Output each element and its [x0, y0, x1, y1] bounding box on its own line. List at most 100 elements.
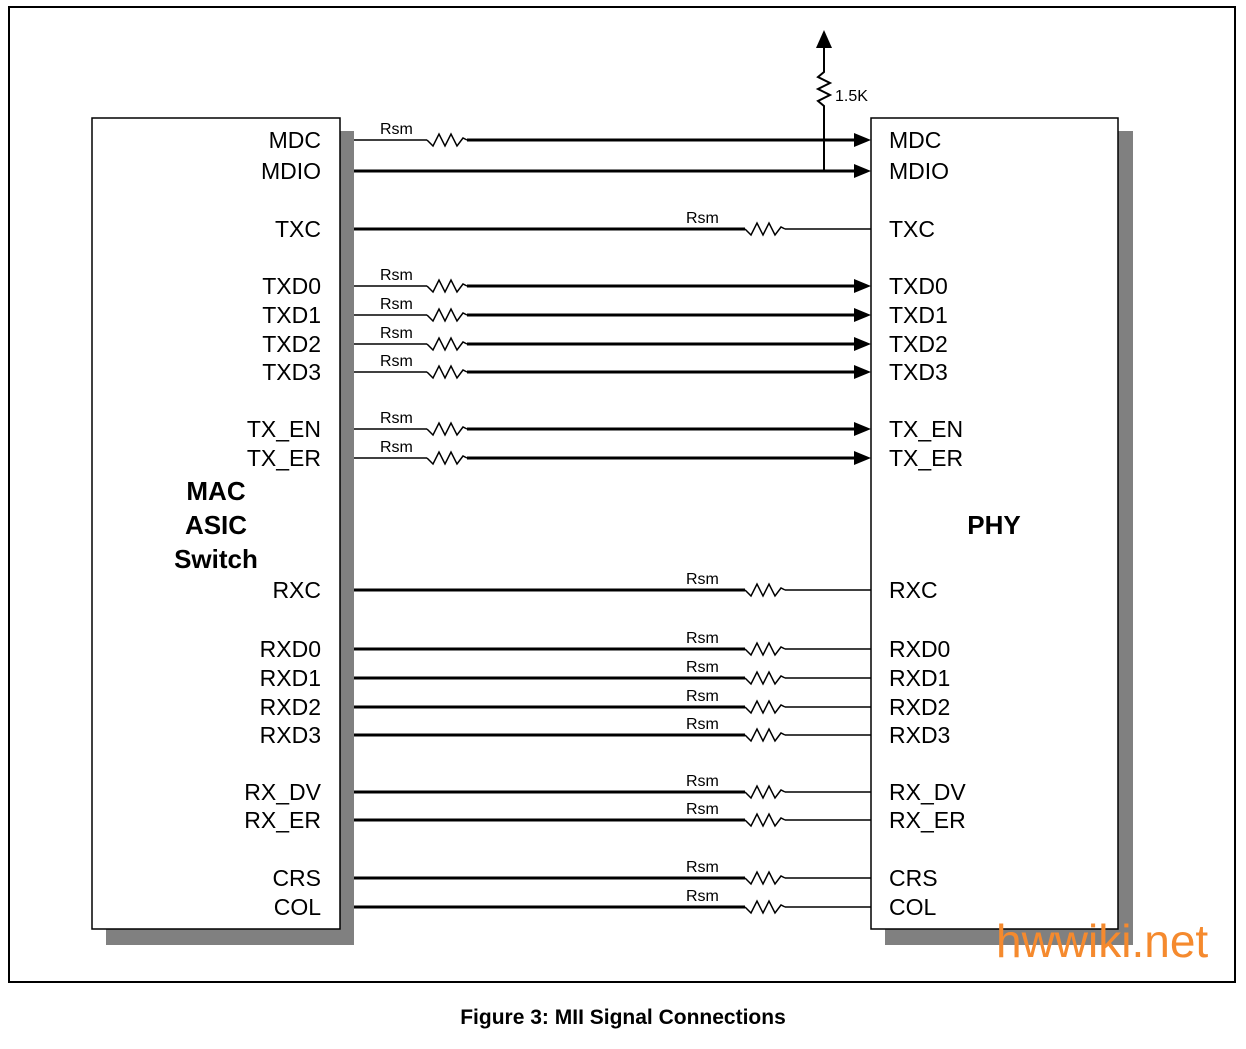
arrow-right-icon — [854, 279, 871, 293]
resistor-icon — [744, 784, 786, 800]
mac-pin-label: RX_ER — [244, 807, 321, 833]
resistor-icon — [744, 699, 786, 715]
rsm-label: Rsm — [380, 410, 413, 427]
rsm-label: Rsm — [380, 267, 413, 284]
rsm-label: Rsm — [686, 571, 719, 588]
mac-pin-label: TX_EN — [247, 416, 321, 442]
mac-title-line-1: MAC — [186, 476, 245, 506]
rsm-label: Rsm — [686, 716, 719, 733]
mac-pin-label: RXD0 — [260, 636, 321, 662]
mac-pin-label: MDIO — [261, 158, 321, 184]
phy-pin-label: MDC — [889, 127, 941, 153]
mac-pin-label: CRS — [272, 865, 321, 891]
resistor-icon — [744, 899, 786, 915]
rsm-label: Rsm — [686, 801, 719, 818]
mac-pin-label: RXD1 — [260, 665, 321, 691]
resistor-icon — [744, 812, 786, 828]
phy-pin-label: COL — [889, 894, 937, 920]
resistor-icon — [426, 450, 468, 466]
signal-row: TXC TXC Rsm — [275, 210, 935, 242]
mac-pin-label: COL — [274, 894, 322, 920]
resistor-icon — [426, 132, 468, 148]
mac-pin-label: MDC — [269, 127, 321, 153]
mac-title-line-3: Switch — [174, 544, 258, 574]
phy-pin-label: TXD3 — [889, 359, 948, 385]
mac-pin-label: TXC — [275, 216, 321, 242]
mac-pin-label: TX_ER — [247, 445, 321, 471]
phy-pin-label: RX_DV — [889, 779, 966, 805]
mac-title-line-2: ASIC — [185, 510, 247, 540]
signal-row: TX_EN TX_EN Rsm — [247, 410, 963, 442]
phy-pin-label: RXD2 — [889, 694, 950, 720]
rsm-label: Rsm — [380, 353, 413, 370]
resistor-icon — [426, 307, 468, 323]
signal-row: TX_ER TX_ER Rsm — [247, 439, 963, 471]
arrow-right-icon — [854, 133, 871, 147]
signal-row: TXD2 TXD2 Rsm — [262, 325, 948, 357]
pullup-label: 1.5K — [835, 88, 868, 105]
rsm-label: Rsm — [380, 121, 413, 138]
phy-pin-label: TXC — [889, 216, 935, 242]
rsm-label: Rsm — [380, 296, 413, 313]
resistor-icon — [426, 336, 468, 352]
resistor-icon — [744, 221, 786, 237]
mac-pin-label: RXD2 — [260, 694, 321, 720]
resistor-icon — [744, 670, 786, 686]
resistor-icon — [426, 421, 468, 437]
resistor-icon — [744, 870, 786, 886]
arrow-right-icon — [854, 365, 871, 379]
signal-row: RXD1 RXD1 Rsm — [260, 659, 951, 691]
mac-pin-label: RX_DV — [244, 779, 321, 805]
rsm-label: Rsm — [686, 859, 719, 876]
mac-pin-label: RXD3 — [260, 722, 321, 748]
signal-row: RXD0 RXD0 Rsm — [260, 630, 951, 662]
rsm-label: Rsm — [686, 659, 719, 676]
phy-pin-label: RX_ER — [889, 807, 966, 833]
resistor-icon — [744, 641, 786, 657]
rsm-label: Rsm — [380, 439, 413, 456]
mac-pin-label: TXD0 — [262, 273, 321, 299]
signal-row: TXD3 TXD3 Rsm — [262, 353, 948, 385]
resistor-icon — [426, 364, 468, 380]
resistor-icon — [426, 278, 468, 294]
signal-row: TXD0 TXD0 Rsm — [262, 267, 948, 299]
watermark: hwwiki.net — [996, 915, 1209, 967]
signal-row: CRS CRS Rsm — [272, 859, 937, 891]
mac-pin-label: TXD2 — [262, 331, 321, 357]
phy-title: PHY — [967, 510, 1020, 540]
arrow-right-icon — [854, 164, 871, 178]
phy-pin-label: TXD0 — [889, 273, 948, 299]
signal-row: RX_ER RX_ER Rsm — [244, 801, 965, 833]
mac-pin-label: TXD1 — [262, 302, 321, 328]
arrow-right-icon — [854, 308, 871, 322]
rsm-label: Rsm — [686, 210, 719, 227]
mac-pin-label: RXC — [272, 577, 321, 603]
mac-block — [91, 117, 341, 930]
phy-pin-label: RXD3 — [889, 722, 950, 748]
phy-pin-label: TXD1 — [889, 302, 948, 328]
rsm-label: Rsm — [686, 630, 719, 647]
signal-row: RX_DV RX_DV Rsm — [244, 773, 966, 805]
phy-pin-label: RXD0 — [889, 636, 950, 662]
phy-pin-label: MDIO — [889, 158, 949, 184]
rsm-label: Rsm — [686, 773, 719, 790]
signal-row: TXD1 TXD1 Rsm — [262, 296, 948, 328]
mac-pin-label: TXD3 — [262, 359, 321, 385]
phy-pin-label: TX_ER — [889, 445, 963, 471]
signal-row: RXD3 RXD3 Rsm — [260, 716, 951, 748]
arrow-up-icon — [816, 30, 832, 48]
phy-pin-label: RXD1 — [889, 665, 950, 691]
phy-pin-label: CRS — [889, 865, 938, 891]
signal-row: MDC MDC Rsm — [269, 121, 942, 153]
phy-pin-label: TX_EN — [889, 416, 963, 442]
arrow-right-icon — [854, 337, 871, 351]
rsm-label: Rsm — [380, 325, 413, 342]
phy-pin-label: TXD2 — [889, 331, 948, 357]
resistor-icon — [744, 727, 786, 743]
arrow-right-icon — [854, 451, 871, 465]
